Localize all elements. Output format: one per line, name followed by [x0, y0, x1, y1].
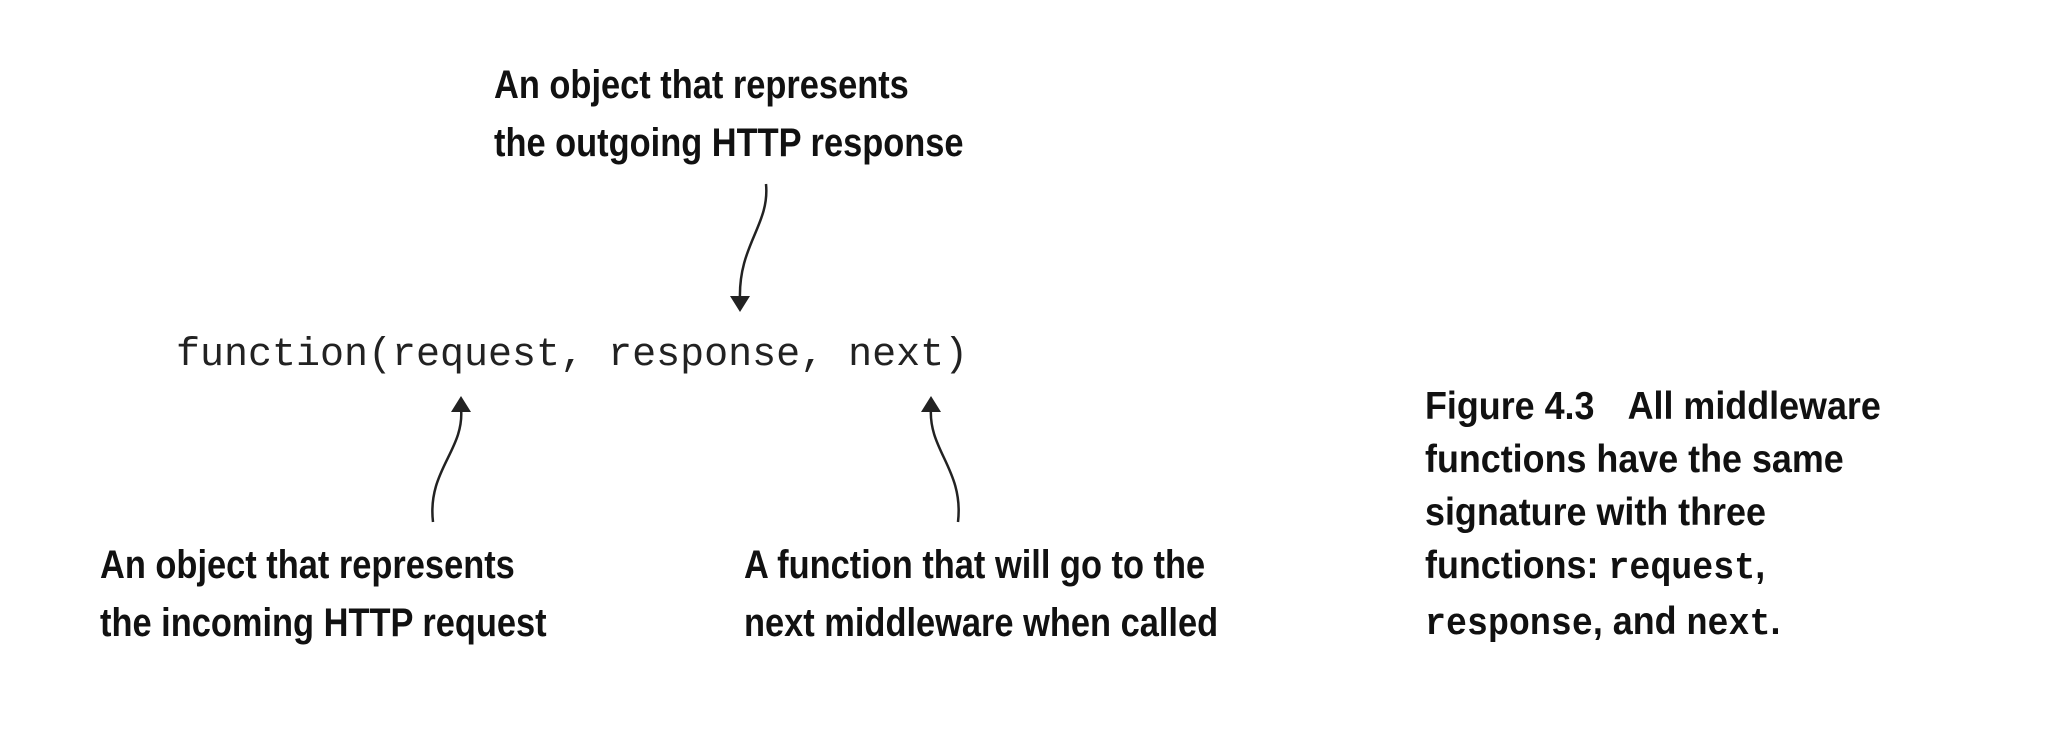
- caption-term-next: next: [1686, 603, 1771, 646]
- figure-caption: Figure 4.3 All middleware functions have …: [1425, 380, 1881, 651]
- arrow-to-next: [929, 407, 960, 523]
- caption-term-request: request: [1608, 547, 1756, 590]
- annotation-response-line2: the outgoing HTTP response: [494, 121, 964, 165]
- annotation-response-line1: An object that represents: [494, 63, 909, 107]
- annotation-next-line2: next middleware when called: [744, 601, 1219, 645]
- function-signature: function(request, response, next): [176, 333, 969, 378]
- caption-line1-text: All middleware: [1627, 385, 1881, 428]
- annotation-request-line2: the incoming HTTP request: [100, 601, 547, 645]
- arrow-to-response: [738, 183, 768, 301]
- caption-line5-mid: , and: [1592, 600, 1687, 643]
- annotation-response: An object that represents the outgoing H…: [494, 56, 964, 172]
- caption-line5-end: .: [1770, 600, 1781, 643]
- caption-line1: Figure 4.3 All middleware: [1425, 380, 1881, 433]
- annotation-next-line1: A function that will go to the: [744, 543, 1206, 587]
- caption-label: Figure 4.3: [1425, 385, 1595, 428]
- arrowhead-response: [730, 296, 750, 312]
- caption-line4-suffix: ,: [1755, 544, 1766, 587]
- arrowhead-next: [921, 396, 941, 412]
- annotation-request: An object that represents the incoming H…: [100, 536, 547, 652]
- arrowhead-request: [451, 396, 471, 412]
- caption-line3: signature with three: [1425, 491, 1766, 534]
- caption-term-response: response: [1425, 603, 1593, 646]
- arrow-to-request: [431, 407, 463, 523]
- caption-line2: functions have the same: [1425, 438, 1844, 481]
- caption-line5: response, and next.: [1425, 595, 1881, 651]
- annotation-next: A function that will go to the next midd…: [744, 536, 1218, 652]
- caption-line4: functions: request,: [1425, 539, 1881, 595]
- caption-line4-prefix: functions:: [1425, 544, 1609, 587]
- annotation-request-line1: An object that represents: [100, 543, 515, 587]
